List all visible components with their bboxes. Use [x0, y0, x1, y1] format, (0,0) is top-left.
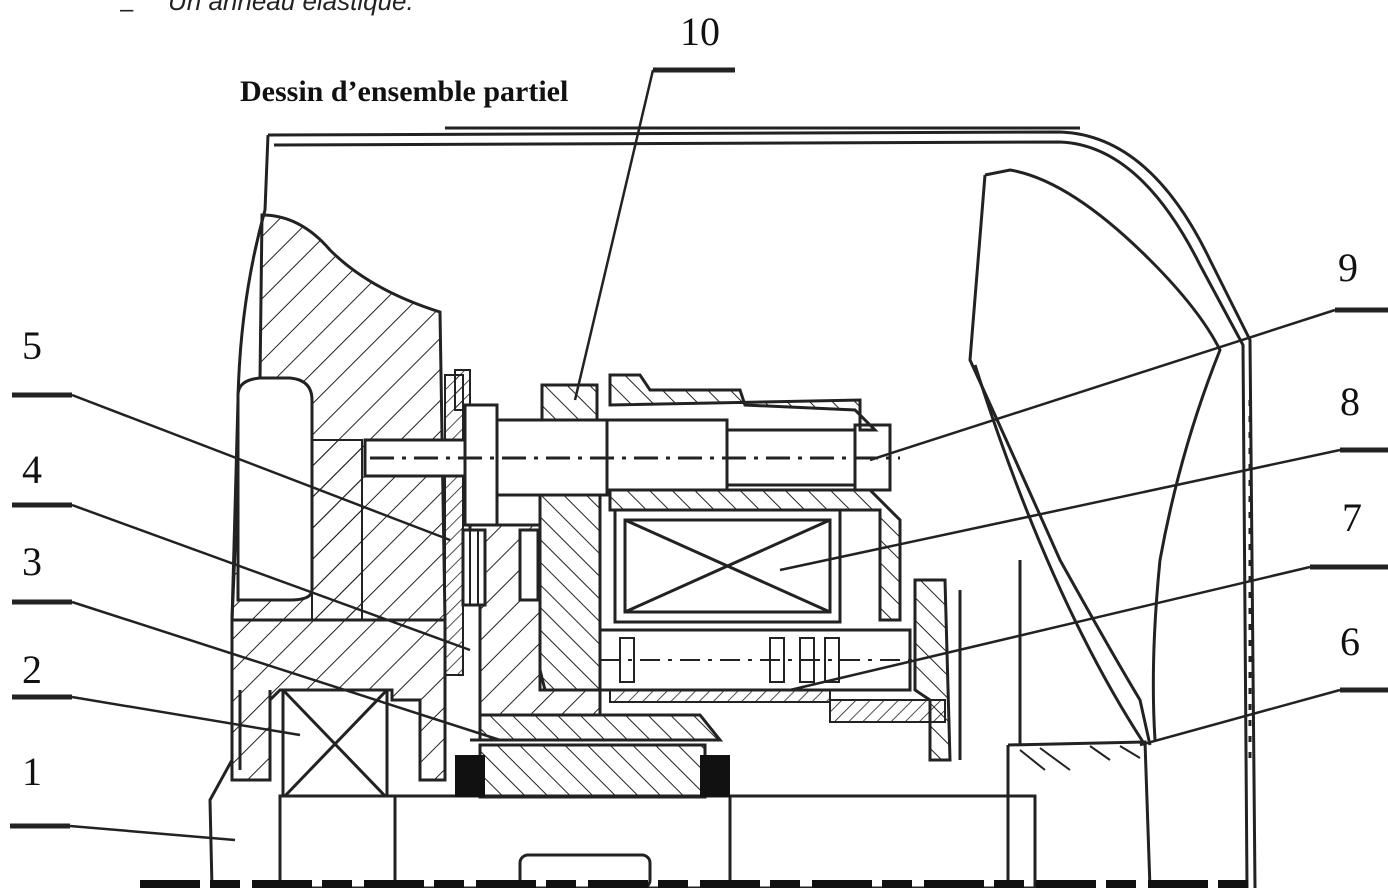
- callout-label: 9: [1338, 245, 1358, 290]
- planet-gear: [613, 508, 842, 624]
- callout-label: 1: [22, 749, 42, 794]
- callout-label: 10: [680, 9, 720, 54]
- callout-label: 5: [22, 323, 42, 368]
- right-base-hatch: [1019, 745, 1141, 771]
- callout-label: 7: [1342, 495, 1362, 540]
- pinion-sleeve: [455, 738, 730, 799]
- callout-label: 3: [22, 539, 42, 584]
- callout-label: 4: [22, 447, 42, 492]
- ring-cover: [829, 560, 1022, 762]
- carrier-hub: [468, 523, 724, 742]
- planet-pin: [598, 628, 920, 703]
- drawing-title: Dessin d’ensemble partiel: [240, 75, 569, 108]
- bolt: [363, 403, 900, 527]
- housing-outline: [267, 126, 1257, 888]
- callout-label: 6: [1340, 619, 1360, 664]
- callout-lines: [10, 67, 1388, 842]
- callout-label: 8: [1340, 379, 1360, 424]
- bullet-text: Un anneau élastique.: [168, 0, 414, 16]
- shaft: [278, 794, 1037, 888]
- bullet-dash: –: [120, 0, 134, 23]
- callout-label: 2: [22, 647, 42, 692]
- bearing-left: [238, 688, 389, 800]
